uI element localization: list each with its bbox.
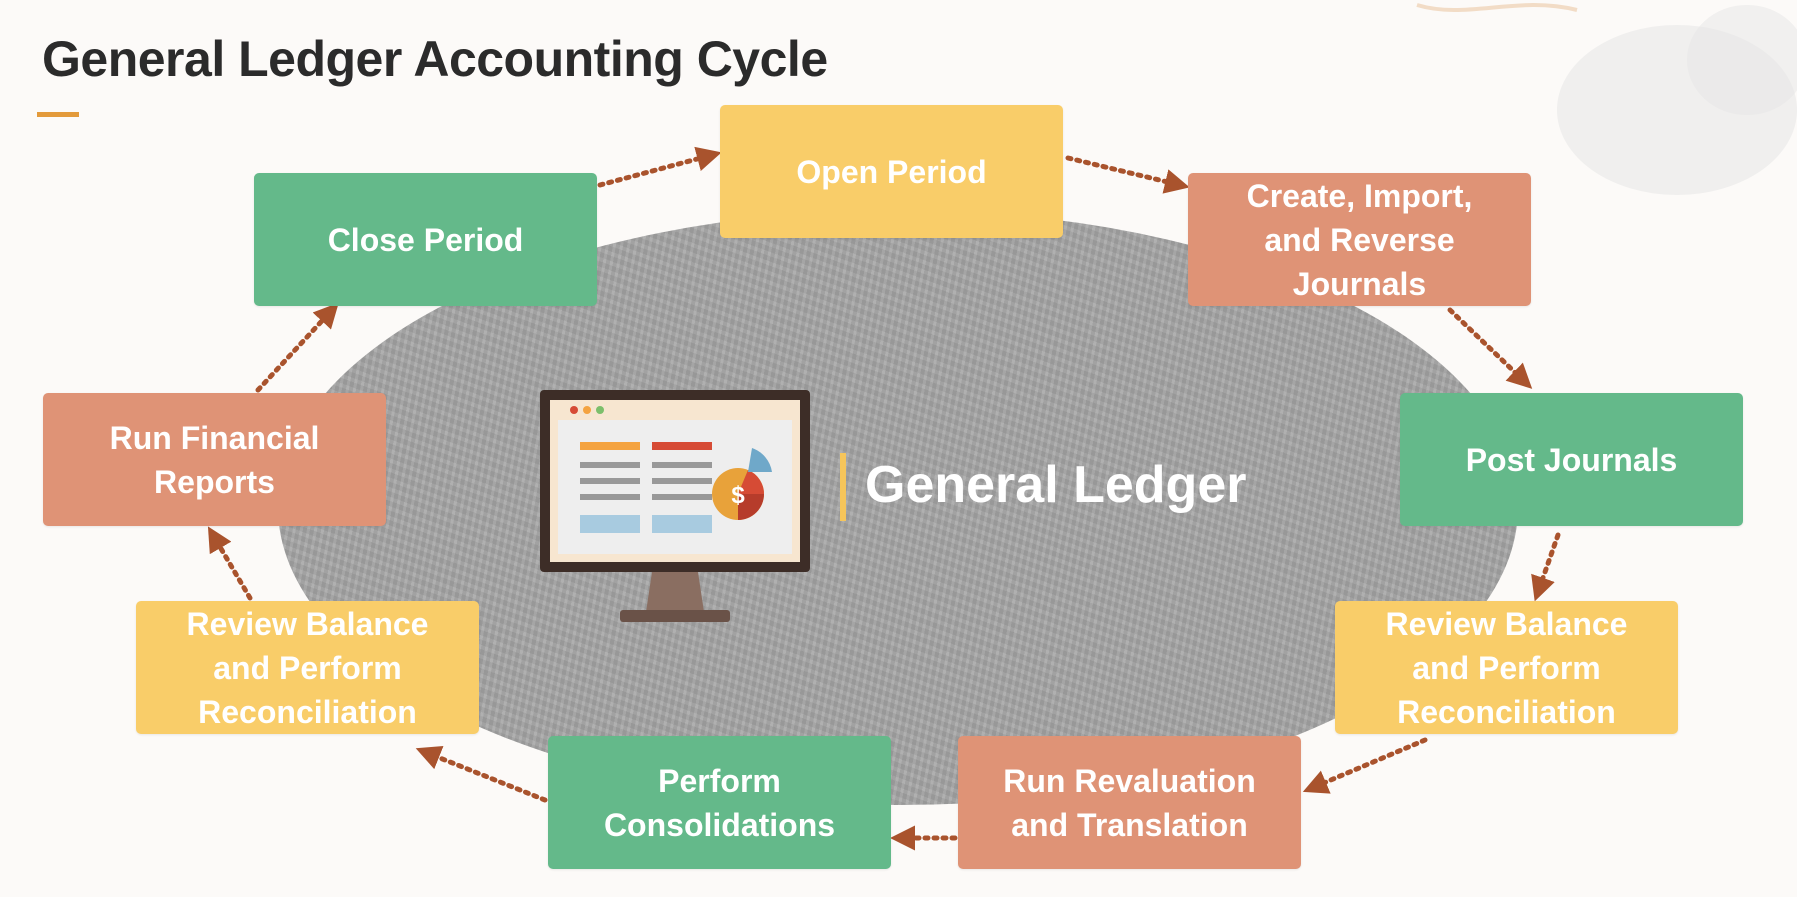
step-open-period: Open Period	[720, 105, 1063, 238]
step-label: Post Journals	[1465, 441, 1678, 478]
step-label: Review Balance and Perform Reconciliatio…	[186, 605, 429, 730]
step-review-balance-left: Review Balance and Perform Reconciliatio…	[136, 601, 479, 734]
step-label: Run Financial Reports	[109, 419, 320, 500]
step-run-financial-reports: Run Financial Reports	[43, 393, 386, 526]
step-label: Open Period	[796, 153, 987, 190]
step-create-import-reverse-journals: Create, Import, and Reverse Journals	[1188, 173, 1531, 306]
decorative-texture	[1416, 3, 1797, 195]
page-title: General Ledger Accounting Cycle	[42, 31, 828, 87]
center-ellipse	[278, 210, 1518, 805]
step-label: Perform Consolidations	[603, 762, 836, 843]
arrow-open-to-create	[1065, 155, 1190, 194]
arrow-reports-to-close	[255, 302, 339, 393]
step-review-balance-right: Review Balance and Perform Reconciliatio…	[1335, 601, 1678, 734]
step-perform-consolidations: Perform Consolidations	[548, 736, 891, 869]
step-label: Create, Import, and Reverse Journals	[1246, 177, 1473, 302]
title-accent-line	[37, 112, 79, 117]
step-post-journals: Post Journals	[1400, 393, 1743, 526]
center-label-accent	[840, 453, 846, 521]
step-label: Run Revaluation and Translation	[1003, 762, 1256, 843]
general-ledger-computer-icon: $	[540, 390, 810, 622]
step-run-revaluation-translation: Run Revaluation and Translation	[958, 736, 1301, 869]
step-label: Close Period	[327, 221, 524, 258]
arrow-consolidations-to-review	[415, 745, 548, 803]
arrow-review-to-reports	[207, 526, 253, 601]
center-label: General Ledger	[865, 456, 1247, 514]
arrow-close-to-open	[597, 146, 722, 188]
svg-text:$: $	[731, 482, 745, 509]
step-close-period: Close Period	[254, 173, 597, 306]
arrow-review-to-revaluation	[1302, 737, 1428, 794]
arrow-create-to-post	[1447, 307, 1533, 389]
arrow-post-to-review	[1531, 532, 1561, 602]
step-label: Review Balance and Perform Reconciliatio…	[1385, 605, 1628, 730]
